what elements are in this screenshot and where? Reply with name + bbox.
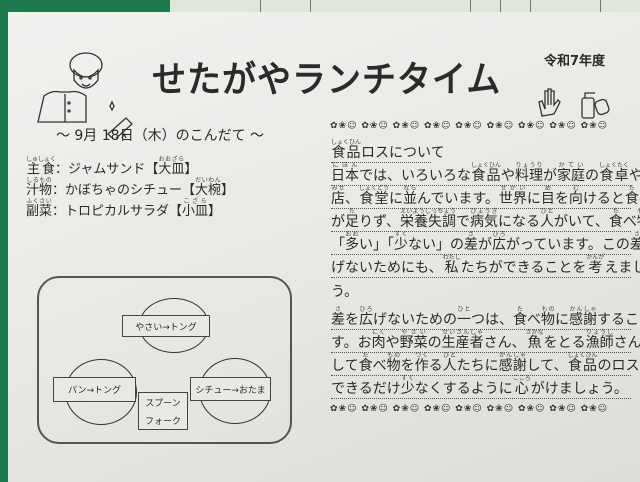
- newsletter-title: せたがやランチタイム: [152, 59, 502, 102]
- ruby-word: 世界せかい: [498, 185, 527, 208]
- article-line: 店みせ、食堂しょくどうに並ならんでいます。世界せかいに目めを向むけると食たべ物も…: [331, 185, 640, 209]
- ruby-word: 生産者せいさんしゃ: [441, 329, 484, 352]
- ruby-word: 広ひろ: [492, 231, 506, 254]
- tray-layout-diagram: やさい→トング パン→トング シチュー→おたま スプーン フォーク: [37, 276, 292, 444]
- ruby-word: 心こころ: [512, 375, 531, 398]
- ruby-word: 感謝かんしゃ: [498, 352, 527, 375]
- ruby-word: 一ひと: [457, 306, 471, 329]
- food-loss-article: 食品しょくひんロスについて日本にほんでは、いろいろな食品しょくひんや料理りょうり…: [331, 139, 640, 399]
- menu-item: 主食しゅしょく：ジャムサンド【大皿おおざら】: [26, 156, 197, 177]
- ruby-word: 漁師りょうし: [585, 329, 614, 352]
- ruby-word: 主食しゅしょく: [26, 156, 57, 177]
- article-line: できるだけ少すくなくするように心こころがけましょう。: [331, 376, 631, 399]
- ruby-word: 作つく: [414, 352, 429, 375]
- ruby-word: 考かんが: [586, 254, 605, 277]
- ruby-word: 少すく: [394, 231, 408, 254]
- ruby-word: 食た: [358, 352, 373, 375]
- ruby-word: 店みせ: [331, 185, 345, 208]
- ruby-word: 私わたし: [442, 254, 461, 277]
- menu-category: 主食しゅしょく: [26, 156, 57, 177]
- article-line: う。: [331, 284, 359, 300]
- tray-right-label: シチュー→おたま: [190, 377, 271, 401]
- tray-top-label: やさい→トング: [122, 315, 210, 337]
- fiscal-year: 令和7年度: [544, 54, 606, 69]
- menu-category: 副菜ふくさい: [26, 198, 53, 219]
- ruby-word: 差さ: [331, 306, 345, 329]
- menu-item: 副菜ふくさい：トロピカルサラダ【小皿こざら】: [26, 198, 221, 219]
- article-heading: 食品しょくひんロスについて: [331, 139, 445, 163]
- ornament-border-bottom-icon: ✿❀☺ ✿❀☺ ✿❀☺ ✿❀☺ ✿❀☺ ✿❀☺ ✿❀☺ ✿❀☺ ✿❀☺: [330, 404, 609, 414]
- article-line: が足たりず、栄養失調えいようしっちょうで病気びょうきになる人ひとがいて、食たべ物…: [331, 208, 640, 232]
- ruby-word: 大椀だいわん: [195, 177, 222, 198]
- ruby-word: 物もの: [541, 306, 555, 329]
- ruby-word: 多おお: [345, 231, 359, 254]
- ruby-word: 野菜やさい: [399, 329, 428, 352]
- article-line: げないためにも、私わたしたちができることを考かんがえましょ: [331, 254, 640, 278]
- ruby-word: 家庭かてい: [557, 162, 586, 185]
- handwash-illustration-icon: [538, 88, 610, 119]
- ruby-word: 食た: [608, 208, 623, 231]
- ruby-word: 目め: [540, 185, 555, 208]
- ruby-word: 小皿こざら: [182, 198, 209, 219]
- ruby-word: 人ひと: [442, 352, 457, 375]
- fork-label: フォーク: [144, 416, 181, 427]
- menu-dish: ：トロピカルサラダ【小皿こざら】: [52, 198, 222, 219]
- ruby-word: 食品しょくひん: [331, 139, 362, 162]
- menu-category: 汁物しるもの: [26, 177, 53, 198]
- menu-dish: ：ジャムサンド【大皿おおざら】: [55, 156, 198, 177]
- ruby-word: 並なら: [403, 185, 418, 208]
- ruby-word: 人ひと: [540, 208, 555, 231]
- ruby-word: 栄養失調えいようしっちょう: [400, 208, 457, 231]
- ruby-word: 食た: [513, 306, 527, 329]
- ruby-word: 食品しょくひん: [471, 162, 502, 185]
- ruby-word: 広ひろ: [359, 306, 373, 329]
- menu-date: ～ 9月 18日（木）のこんだて ～: [55, 128, 265, 144]
- menu-item: 汁物しるもの：かぼちゃのシチュー【大椀だいわん】: [26, 177, 234, 198]
- ruby-word: 汁物しるもの: [26, 177, 53, 198]
- cook-illustration-icon: [37, 52, 133, 138]
- ruby-word: 物もの: [637, 208, 640, 231]
- ruby-word: 食堂しょくどう: [359, 185, 390, 208]
- ruby-word: 大皿おおざら: [158, 156, 185, 177]
- ruby-word: 感謝かんしゃ: [569, 306, 597, 329]
- ruby-word: 料理りょうり: [515, 162, 544, 185]
- ruby-word: 食品しょくひん: [567, 352, 598, 375]
- spoon-label: スプーン: [145, 398, 181, 409]
- ruby-word: 副菜ふくさい: [26, 198, 53, 219]
- menu-dish: ：かぼちゃのシチュー【大椀だいわん】: [52, 177, 235, 198]
- tray-center-label: スプーン フォーク: [138, 392, 188, 430]
- ruby-word: 物もの: [386, 352, 401, 375]
- ruby-word: 日本にほん: [331, 162, 359, 185]
- article-line: す。お肉にくや野菜やさいの生産者せいさんしゃさん、魚さかなをとる漁師りょうしさん…: [331, 329, 640, 353]
- ruby-word: 魚さかな: [525, 329, 544, 352]
- ruby-word: 足た: [345, 208, 359, 231]
- ruby-word: 食卓しょくたく: [599, 162, 630, 185]
- ruby-word: 食た: [624, 185, 639, 208]
- article-line: 日本にほんでは、いろいろな食品しょくひんや料理りょうりが家庭かていの食卓しょくた…: [331, 162, 640, 186]
- ornament-border-top-icon: ✿❀☺ ✿❀☺ ✿❀☺ ✿❀☺ ✿❀☺ ✿❀☺ ✿❀☺ ✿❀☺ ✿❀☺: [330, 121, 609, 131]
- ruby-word: 病気びょうき: [470, 208, 499, 231]
- ruby-word: 差さ: [629, 232, 640, 254]
- ruby-word: 肉にく: [371, 329, 386, 352]
- ruby-word: 向む: [568, 185, 583, 208]
- tray-left-label: パン→トング: [53, 377, 136, 402]
- ruby-word: 差さ: [464, 231, 478, 254]
- ruby-word: 少すく: [400, 375, 415, 398]
